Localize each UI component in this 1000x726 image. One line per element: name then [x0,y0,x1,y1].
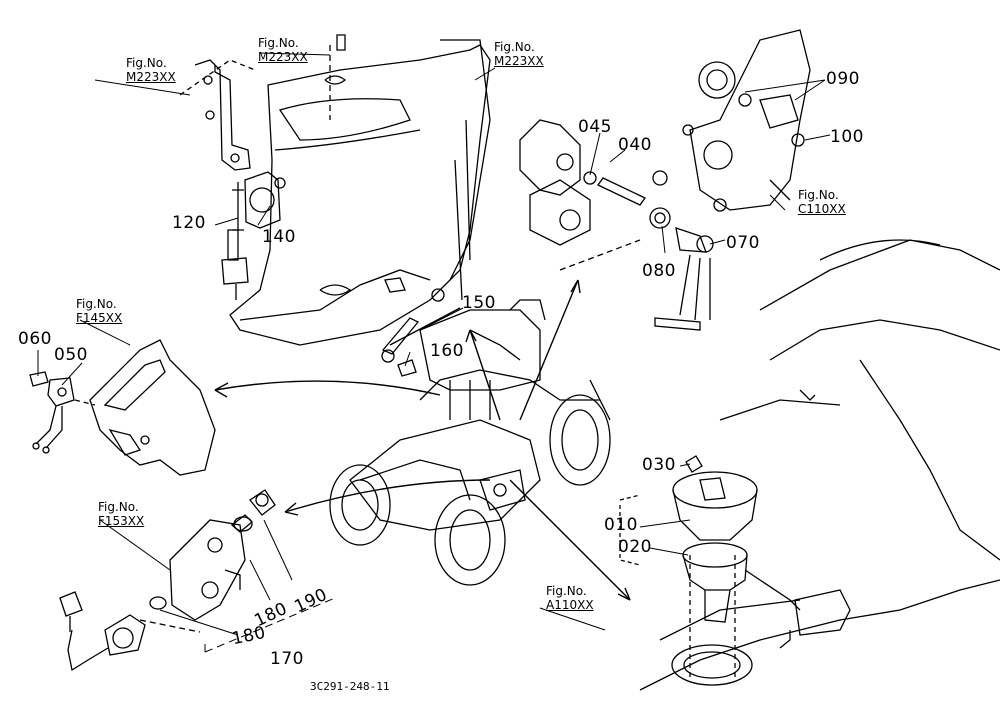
fender-tank-assembly [229,34,491,346]
part-label-120: 120 [172,213,206,233]
fig-ref-right-upper: Fig.No. C110XX [798,188,846,216]
part-label-160: 160 [430,341,464,361]
part-label-170: 170 [270,649,304,669]
fig-ref-bottom-center: Fig.No. A110XX [546,584,594,612]
fig-ref-number: M223XX [494,54,544,68]
part-label-150: 150 [462,293,496,313]
part-label-040: 040 [618,135,652,155]
drawing-code: 3C291-248-11 [310,680,390,693]
switch-assembly [221,171,286,300]
body-panel [639,239,1000,691]
fig-ref-number: M223XX [126,70,176,84]
part-label-070: 070 [726,233,760,253]
part-label-140: 140 [262,227,296,247]
fig-ref-label: Fig.No. [494,40,535,54]
fig-ref-number: F145XX [76,311,123,325]
fig-ref-number: F153XX [98,514,145,528]
fig-ref-top-center: Fig.No. M223XX [258,36,308,64]
fig-ref-number: C110XX [798,202,846,216]
fig-ref-label: Fig.No. [546,584,587,598]
transmission-housing [682,29,811,212]
fig-ref-label: Fig.No. [798,188,839,202]
fig-ref-label: Fig.No. [98,500,139,514]
fig-ref-number: M223XX [258,50,308,64]
callout-lines [37,52,831,636]
leader-arrows [214,279,631,601]
fig-ref-label: Fig.No. [126,56,167,70]
part-label-030: 030 [642,455,676,475]
fig-ref-label: Fig.No. [258,36,299,50]
side-panel-assembly [29,339,216,476]
part-label-080: 080 [642,261,676,281]
part-label-100: 100 [830,127,864,147]
part-label-060: 060 [18,329,52,349]
part-label-045: 045 [578,117,612,137]
sensor-assembly [59,489,276,672]
fig-ref-left-lower: Fig.No. F153XX [98,500,144,528]
mounting-bracket [179,59,256,171]
part-label-010: 010 [604,515,638,535]
part-label-020: 020 [618,537,652,557]
part-label-050: 050 [54,345,88,365]
fuel-pump-assembly [619,455,851,686]
fig-ref-label: Fig.No. [76,297,117,311]
fig-ref-left-middle: Fig.No. F145XX [76,297,122,325]
group-bracket-170 [204,597,336,653]
rod-parts [381,307,461,377]
part-label-090: 090 [826,69,860,89]
fig-ref-top-left: Fig.No. M223XX [126,56,176,84]
tractor-illustration [329,299,611,586]
shaft-assembly [519,119,714,331]
fig-ref-number: A110XX [546,598,594,612]
fig-ref-top-right: Fig.No. M223XX [494,40,544,68]
